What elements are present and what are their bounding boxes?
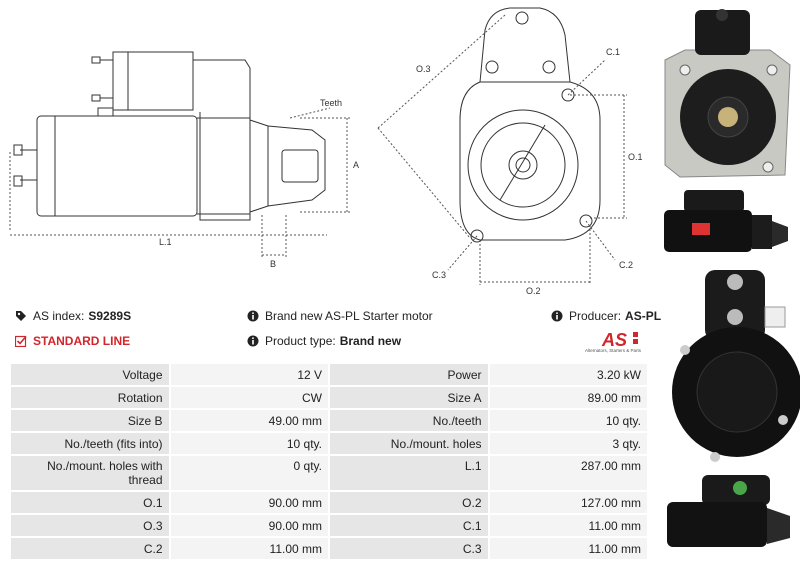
info-icon bbox=[247, 310, 259, 322]
spec-value: 12 V bbox=[170, 364, 328, 385]
product-photo-side[interactable] bbox=[662, 185, 792, 260]
table-row: O.3 90.00 mm C.1 11.00 mm bbox=[11, 515, 647, 536]
spec-label: C.3 bbox=[330, 538, 488, 559]
table-row: O.1 90.00 mm O.2 127.00 mm bbox=[11, 492, 647, 513]
description-row: Brand new AS-PL Starter motor bbox=[247, 309, 433, 323]
check-square-icon bbox=[15, 335, 27, 347]
dim-c2-label: C.2 bbox=[619, 260, 633, 270]
spec-label: L.1 bbox=[330, 456, 488, 490]
spec-label: Size A bbox=[330, 387, 488, 408]
spec-value: 90.00 mm bbox=[170, 515, 328, 536]
dim-a-label: A bbox=[353, 160, 359, 170]
spec-value: 89.00 mm bbox=[489, 387, 647, 408]
spec-value: 127.00 mm bbox=[489, 492, 647, 513]
as-index-value: S9289S bbox=[88, 309, 132, 323]
table-row: C.2 11.00 mm C.3 11.00 mm bbox=[11, 538, 647, 559]
spec-value: 10 qty. bbox=[489, 410, 647, 431]
info-icon bbox=[551, 310, 563, 322]
as-pl-logo: AS bbox=[601, 330, 638, 350]
dim-o1-label: O.1 bbox=[628, 152, 643, 162]
dim-l1-label: L.1 bbox=[159, 237, 172, 247]
starter-side-view bbox=[13, 51, 326, 221]
spec-label: Voltage bbox=[11, 364, 169, 385]
product-type-value: Brand new bbox=[339, 334, 402, 348]
spec-table: Voltage 12 V Power 3.20 kW Rotation CW S… bbox=[9, 362, 649, 561]
spec-value: 49.00 mm bbox=[170, 410, 328, 431]
spec-value: 90.00 mm bbox=[170, 492, 328, 513]
spec-label: No./mount. holes bbox=[330, 433, 488, 454]
spec-label: No./teeth (fits into) bbox=[11, 433, 169, 454]
spec-value: 287.00 mm bbox=[489, 456, 647, 490]
spec-label: No./mount. holes with thread bbox=[11, 456, 169, 490]
spec-label: Size B bbox=[11, 410, 169, 431]
dim-o2-label: O.2 bbox=[526, 286, 541, 296]
dim-c3-label: C.3 bbox=[432, 270, 446, 280]
producer-row: Producer: AS-PL bbox=[551, 309, 661, 323]
table-row: No./mount. holes with thread 0 qty. L.1 … bbox=[11, 456, 647, 490]
table-row: Rotation CW Size A 89.00 mm bbox=[11, 387, 647, 408]
dim-c1-label: C.1 bbox=[606, 47, 620, 57]
description-text: Brand new AS-PL Starter motor bbox=[265, 309, 433, 323]
starter-front-view bbox=[459, 7, 601, 243]
spec-value: 11.00 mm bbox=[489, 515, 647, 536]
spec-value: 0 qty. bbox=[170, 456, 328, 490]
spec-label: O.3 bbox=[11, 515, 169, 536]
spec-value: 10 qty. bbox=[170, 433, 328, 454]
tag-icon bbox=[16, 311, 26, 321]
spec-value: 11.00 mm bbox=[489, 538, 647, 559]
table-row: No./teeth (fits into) 10 qty. No./mount.… bbox=[11, 433, 647, 454]
logo-tagline: Alternators, Starters & Parts bbox=[585, 348, 642, 353]
spec-label: No./teeth bbox=[330, 410, 488, 431]
standard-line-row: STANDARD LINE bbox=[15, 334, 130, 348]
spec-label: O.2 bbox=[330, 492, 488, 513]
info-icon bbox=[247, 335, 259, 347]
product-photo-angle[interactable] bbox=[662, 470, 794, 560]
dim-o3-label: O.3 bbox=[416, 64, 431, 74]
as-index-label: AS index: bbox=[33, 309, 85, 323]
product-type-row: Product type: Brand new bbox=[247, 334, 401, 348]
spec-value: 11.00 mm bbox=[170, 538, 328, 559]
technical-drawings: Teeth A B L.1 O.3 C.1 O.1 C.3 C.2 O.2 bbox=[9, 7, 643, 296]
teeth-label: Teeth bbox=[320, 98, 342, 108]
product-photo-rear[interactable] bbox=[665, 262, 800, 472]
producer-value: AS-PL bbox=[625, 309, 662, 323]
spec-label: Rotation bbox=[11, 387, 169, 408]
dim-b-label: B bbox=[270, 259, 276, 269]
table-row: Voltage 12 V Power 3.20 kW bbox=[11, 364, 647, 385]
producer-label: Producer: bbox=[569, 309, 622, 323]
spec-value: 3.20 kW bbox=[489, 364, 647, 385]
spec-label: O.1 bbox=[11, 492, 169, 513]
product-type-label: Product type: bbox=[265, 334, 336, 348]
standard-line-label: STANDARD LINE bbox=[33, 334, 131, 348]
spec-label: Power bbox=[330, 364, 488, 385]
spec-value: 3 qty. bbox=[489, 433, 647, 454]
logo-text: AS bbox=[601, 330, 627, 350]
spec-label: C.2 bbox=[11, 538, 169, 559]
product-photo-front[interactable] bbox=[660, 5, 795, 185]
table-row: Size B 49.00 mm No./teeth 10 qty. bbox=[11, 410, 647, 431]
as-index-row: AS index: S9289S bbox=[15, 309, 131, 323]
spec-value: CW bbox=[170, 387, 328, 408]
spec-label: C.1 bbox=[330, 515, 488, 536]
